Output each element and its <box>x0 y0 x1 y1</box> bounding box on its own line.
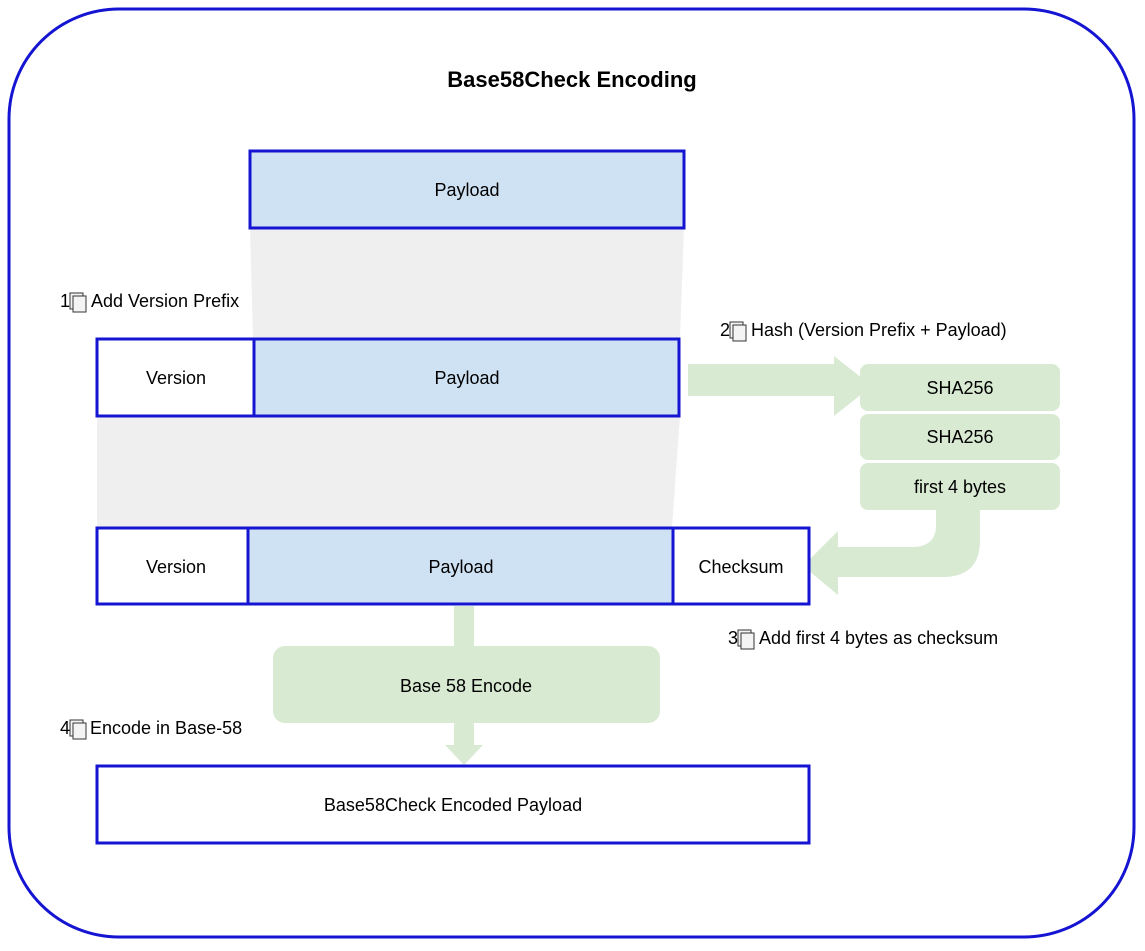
flow-arrow-icon <box>445 723 483 765</box>
result-box: Base58Check Encoded Payload <box>95 764 811 845</box>
diagram-title: Base58Check Encoding <box>447 67 696 92</box>
top-payload-box: Payload <box>248 149 686 230</box>
svg-text:Hash (Version Prefix + Payload: Hash (Version Prefix + Payload) <box>751 320 1007 340</box>
flow-connector <box>454 606 474 648</box>
row2-version-box: Version <box>95 526 250 606</box>
flow-arrow-icon <box>803 510 980 595</box>
svg-text:Payload: Payload <box>434 180 499 200</box>
svg-text:4: 4 <box>60 718 70 738</box>
projection-row1-to-row2 <box>97 416 680 527</box>
svg-text:Base 58 Encode: Base 58 Encode <box>400 676 532 696</box>
svg-text:Payload: Payload <box>434 368 499 388</box>
step-2-label: 2 Hash (Version Prefix + Payload) <box>720 320 1007 342</box>
svg-text:Base58Check Encoded Payload: Base58Check Encoded Payload <box>324 795 582 815</box>
svg-text:Add first 4 bytes as checksum: Add first 4 bytes as checksum <box>759 628 998 648</box>
svg-text:Version: Version <box>146 368 206 388</box>
svg-text:Checksum: Checksum <box>698 557 783 577</box>
svg-text:SHA256: SHA256 <box>926 378 993 398</box>
row1-version-box: Version <box>95 337 256 418</box>
row2-checksum-box: Checksum <box>671 526 811 606</box>
flow-arrow-icon <box>688 356 872 416</box>
svg-text:SHA256: SHA256 <box>926 427 993 447</box>
svg-text:Payload: Payload <box>428 557 493 577</box>
svg-text:2: 2 <box>720 320 730 340</box>
row2-payload-box: Payload <box>246 526 675 606</box>
base58-encode-box: Base 58 Encode <box>273 646 660 723</box>
row1-payload-box: Payload <box>252 337 681 418</box>
projection-top-to-row1 <box>250 228 684 338</box>
hash-step-sha256-1: SHA256 <box>860 364 1060 411</box>
svg-text:Version: Version <box>146 557 206 577</box>
step-1-label: 1 Add Version Prefix <box>60 291 239 313</box>
svg-text:first 4 bytes: first 4 bytes <box>914 477 1006 497</box>
hash-step-first-4-bytes: first 4 bytes <box>860 463 1060 510</box>
svg-text:Add Version Prefix: Add Version Prefix <box>91 291 239 311</box>
svg-text:3: 3 <box>728 628 738 648</box>
step-3-label: 3 Add first 4 bytes as checksum <box>728 628 998 650</box>
hash-step-sha256-2: SHA256 <box>860 414 1060 460</box>
step-4-label: 4 Encode in Base-58 <box>60 718 242 740</box>
svg-text:Encode in Base-58: Encode in Base-58 <box>90 718 242 738</box>
svg-text:1: 1 <box>60 291 70 311</box>
